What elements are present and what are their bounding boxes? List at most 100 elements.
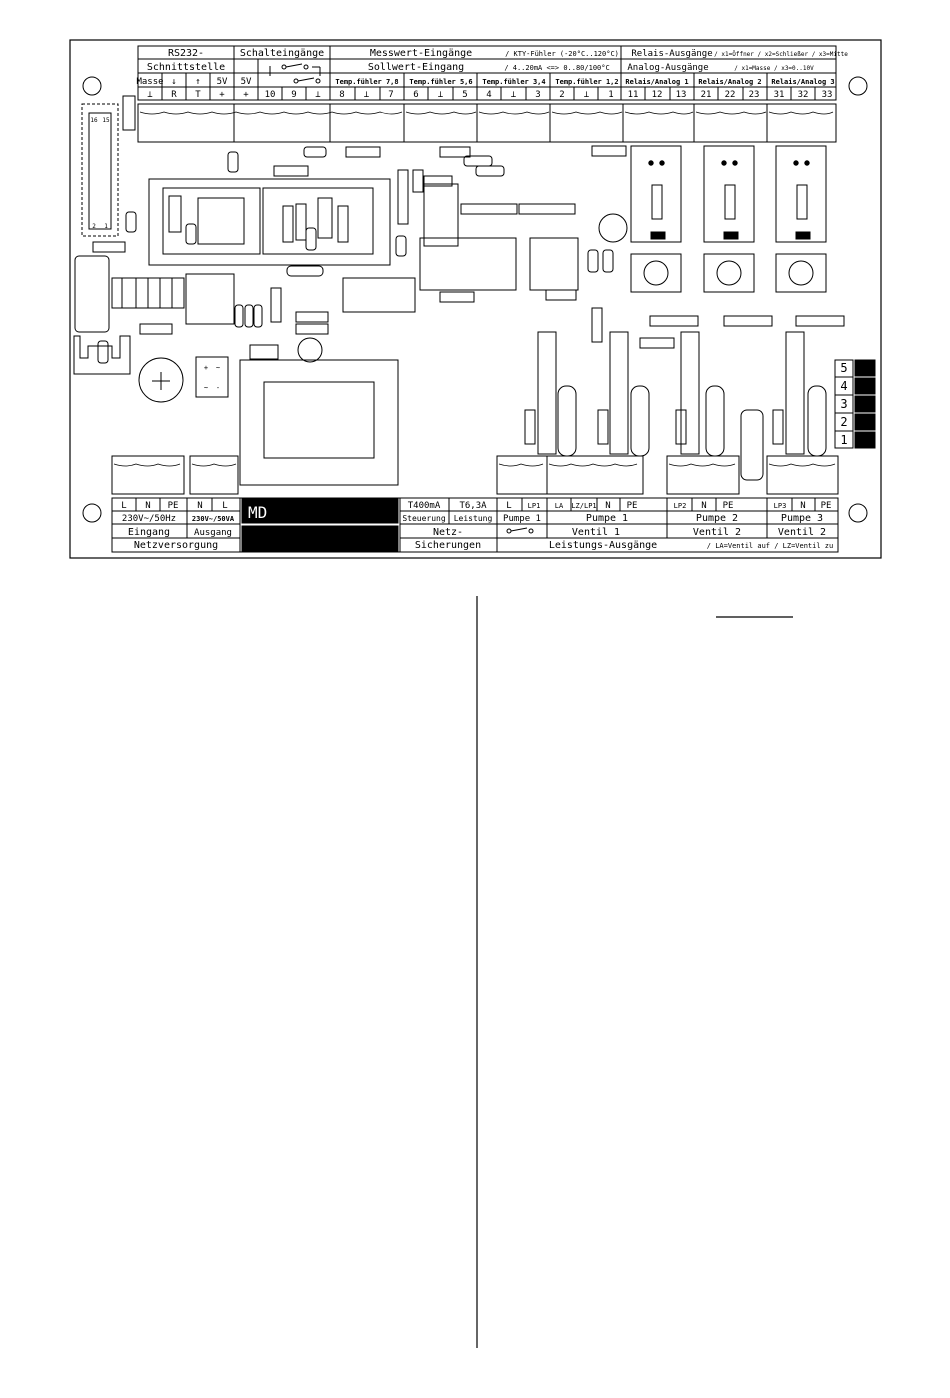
fuse1-name: Steuerung — [402, 514, 446, 523]
resistor — [139, 323, 173, 335]
rs232-pin-name: ↑ — [195, 77, 200, 87]
netz-label: Netz- — [433, 527, 463, 538]
rs232-pin-symbol: ⊥ — [147, 90, 153, 100]
sicherungen-label: Sicherungen — [415, 540, 481, 551]
rectifier-mark: - — [216, 384, 220, 392]
bridge-rectifier — [195, 356, 229, 398]
switch-symbol — [506, 527, 534, 534]
ausgang-label: Ausgang — [194, 528, 232, 538]
ventil1-pin: N — [605, 501, 610, 511]
black-label-box — [241, 525, 399, 553]
ventil1-pump-label: Pumpe 1 — [586, 513, 628, 524]
mounting-hole — [82, 76, 102, 96]
ic-pin-mark: 1 — [104, 223, 108, 230]
sensor-group-label: Temp.fühler 7,8 — [335, 78, 398, 86]
input-pin: N — [145, 501, 150, 511]
input-pin: L — [121, 501, 126, 511]
schalt-pin-name: 5V — [241, 77, 252, 87]
sensor-pin: 6 — [413, 90, 418, 100]
relay-pin: 22 — [725, 90, 736, 100]
resistor — [295, 323, 329, 335]
ic-pin-mark: 16 — [90, 117, 98, 124]
schnittstelle-label: Schnittstelle — [147, 62, 225, 73]
pump2-pin: LP2 — [674, 502, 687, 510]
analog-note: / x1=Masse / x3=0..10V — [734, 65, 814, 72]
rs232-pin-symbol: R — [171, 90, 177, 100]
ventil1-pin: LZ/LP1 — [571, 502, 596, 510]
messwert-label: Messwert-Eingänge — [370, 48, 472, 59]
transformer — [239, 337, 399, 486]
output-pin: L — [222, 501, 227, 511]
led-number: 5 — [840, 361, 847, 375]
pump1-pin: LP1 — [528, 502, 541, 510]
resistor — [295, 311, 329, 323]
fuse2-rating: T6,3A — [459, 501, 487, 511]
schalt-pin-symbol: 9 — [291, 90, 296, 100]
pump1-label: Pumpe 1 — [503, 514, 541, 524]
relay-pin: 32 — [798, 90, 809, 100]
mounting-hole — [82, 503, 102, 523]
sensor-pin: 7 — [388, 90, 393, 100]
led-number: 4 — [840, 379, 847, 393]
board-outline — [69, 39, 882, 559]
rs232-pin-symbol: + — [219, 90, 225, 100]
relay-pin: 31 — [774, 90, 785, 100]
relais-label: Relais-Ausgänge — [631, 49, 712, 59]
output-rating: 230V~/50VA — [192, 515, 235, 523]
pump3-pin: PE — [821, 501, 832, 511]
sensor-pin: 4 — [486, 90, 491, 100]
sollwert-label: Sollwert-Eingang — [368, 62, 464, 73]
rectifier-mark: + — [204, 364, 208, 372]
sensor-group-label: Temp.fühler 3,4 — [482, 78, 545, 86]
sensor-group-label: Temp.fühler 5,6 — [409, 78, 472, 86]
fuse2-name: Leistung — [454, 514, 493, 523]
kty-note: / KTY-Fühler (-20°C..120°C) — [505, 50, 619, 58]
relay-pin: 11 — [628, 90, 639, 100]
pump2-label: Pumpe 2 — [696, 513, 738, 524]
md-label-box — [241, 497, 399, 524]
relay-pin: 21 — [701, 90, 712, 100]
led-number: 3 — [840, 397, 847, 411]
schalt-pin-symbol: + — [243, 90, 249, 100]
fuse1-rating: T400mA — [408, 501, 441, 511]
relay-pin: 13 — [676, 90, 687, 100]
output-pin: N — [197, 501, 202, 511]
sensor-pin: ⊥ — [364, 90, 370, 100]
sensor-pin: 5 — [462, 90, 467, 100]
led-number: 1 — [840, 433, 847, 447]
input-pin: PE — [168, 501, 179, 511]
ic-pin-mark: 15 — [102, 117, 110, 124]
rs232-pin-name: 5V — [217, 77, 228, 87]
ventil1-pin: LA — [555, 502, 564, 510]
top-terminal-blocks — [137, 103, 837, 143]
pump2-pin: PE — [723, 501, 734, 511]
pump3-label: Pumpe 3 — [781, 513, 823, 524]
capacitor — [125, 151, 239, 233]
sensor-pin: 1 — [608, 90, 613, 100]
relay-pin: 33 — [822, 90, 833, 100]
resistor — [122, 95, 136, 131]
mounting-hole — [848, 76, 868, 96]
sollwert-note: / 4..20mA <=> 0..80/100°C — [504, 64, 609, 72]
rs232-pin-name: ↓ — [171, 77, 176, 87]
eingang-label: Eingang — [128, 527, 170, 538]
sensor-pin: 2 — [559, 90, 564, 100]
bottom-terminal-blocks — [111, 455, 839, 495]
power-transistor — [524, 331, 827, 481]
rectifier-mark: ~ — [216, 364, 220, 372]
ventil-note: / LA=Ventil auf / LZ=Ventil zu — [707, 542, 833, 550]
relay-group-label: Relais/Analog 1 — [625, 78, 688, 86]
relay-pin: 23 — [749, 90, 760, 100]
rs232-title: RS232- — [168, 48, 204, 59]
rs232-pin-name: Masse — [136, 77, 163, 87]
input-voltage: 230V~/50Hz — [122, 514, 176, 524]
sensor-pin: 8 — [339, 90, 344, 100]
led-number: 2 — [840, 415, 847, 429]
analog-label: Analog-Ausgänge — [627, 63, 708, 73]
top-label-table — [137, 45, 837, 101]
relay-group-label: Relais/Analog 2 — [698, 78, 761, 86]
ic-pin-mark: 2 — [92, 223, 96, 230]
schalt-pin-symbol: ⊥ — [315, 90, 321, 100]
pump1-pin: L — [506, 501, 511, 511]
schalteingaenge-label: Schalteingänge — [240, 48, 324, 59]
